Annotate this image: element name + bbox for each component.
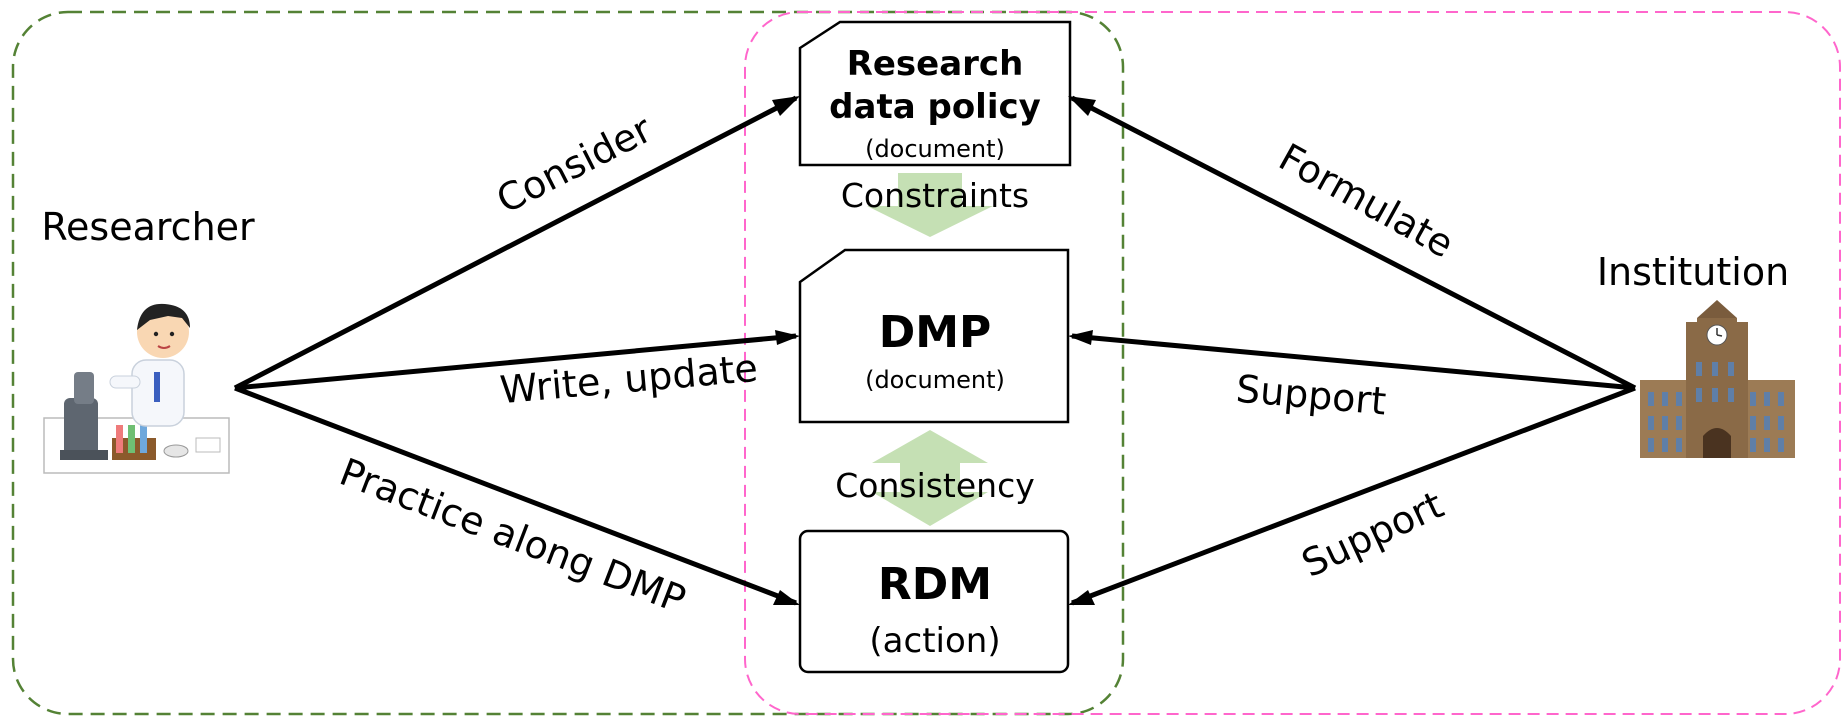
- institution-label: Institution: [1597, 250, 1789, 294]
- consistency-label: Consistency: [835, 466, 1035, 505]
- researcher-region: [11, 10, 1125, 716]
- constraints-arrow: [867, 173, 993, 237]
- formulate-label: Formulate: [1272, 135, 1461, 267]
- write-update-label: Write, update: [498, 346, 759, 412]
- practice-edge: [234, 385, 797, 606]
- rdm-node: [798, 529, 1070, 674]
- consider-label: Consider: [490, 107, 659, 222]
- consider-arrowhead: [772, 96, 800, 116]
- dmp-subtitle: (document): [865, 366, 1005, 394]
- policy-title-line2: data policy: [829, 87, 1041, 127]
- support-rdm-label: Support: [1295, 483, 1450, 586]
- support-dmp-edge: [1071, 333, 1636, 391]
- institution-building-illustration: [1640, 300, 1795, 458]
- researcher-illustration: [43, 303, 230, 474]
- formulate-edge: [1070, 95, 1637, 391]
- support-dmp-arrowhead: [1068, 330, 1093, 345]
- formulate-arrowhead: [1068, 96, 1096, 116]
- practice-label: Practice along DMP: [334, 450, 692, 622]
- institution-region: [744, 11, 1841, 715]
- rdm-title: RDM: [878, 559, 992, 610]
- dmp-title: DMP: [879, 307, 992, 358]
- support-rdm-edge: [1071, 385, 1636, 606]
- support-rdm-arrowhead: [1068, 590, 1095, 605]
- policy-subtitle: (document): [865, 135, 1005, 163]
- consistency-arrow: [872, 430, 988, 526]
- write-update-edge: [234, 333, 797, 391]
- rdm-subtitle: (action): [869, 621, 1000, 661]
- practice-arrowhead: [773, 590, 800, 605]
- support-dmp-label: Support: [1234, 367, 1387, 424]
- consider-edge: [233, 95, 798, 391]
- researcher-label: Researcher: [41, 205, 255, 249]
- policy-node: [798, 20, 1072, 167]
- policy-title-line1: Research: [847, 44, 1024, 84]
- write-update-arrowhead: [775, 330, 800, 345]
- constraints-label: Constraints: [841, 176, 1029, 215]
